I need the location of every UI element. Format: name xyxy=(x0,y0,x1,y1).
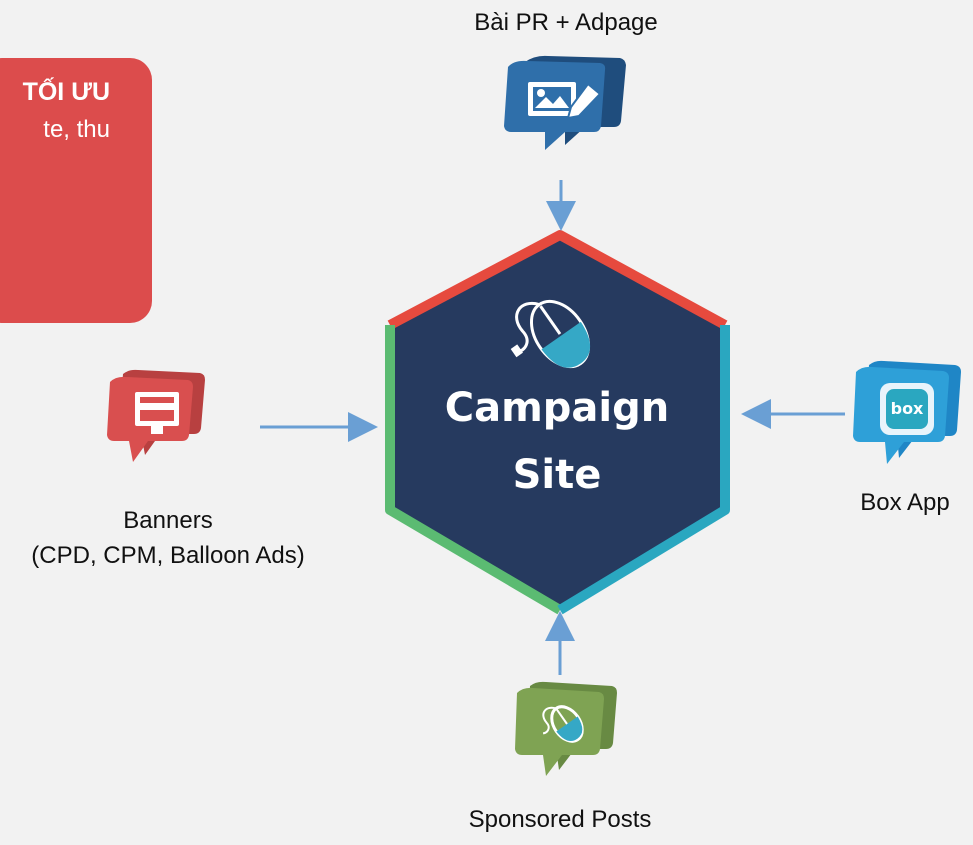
mouse-icon xyxy=(510,299,591,369)
center-line-1: Campaign xyxy=(445,385,669,431)
left-node-label-line-2: (CPD, CPM, Balloon Ads) xyxy=(31,542,305,569)
sponsored-mouse-icon xyxy=(515,681,617,776)
monitor-icon xyxy=(107,369,205,462)
right-node-label: Box App xyxy=(860,489,950,516)
top-node-label: Bài PR + Adpage xyxy=(474,9,658,36)
left-node-label-line-1: Banners xyxy=(123,507,213,534)
red-info-card: TỐI ƯU te, thu xyxy=(0,58,152,323)
card-text: te, thu xyxy=(43,116,110,143)
svg-text:box: box xyxy=(891,399,924,418)
card-title: TỐI ƯU xyxy=(22,78,110,106)
box-app-icon: box xyxy=(853,360,961,464)
center-line-2: Site xyxy=(513,452,602,498)
campaign-site-hexagon: Campaign Site xyxy=(385,230,730,615)
photo-edit-icon xyxy=(504,55,626,150)
bottom-node-label: Sponsored Posts xyxy=(468,806,652,833)
